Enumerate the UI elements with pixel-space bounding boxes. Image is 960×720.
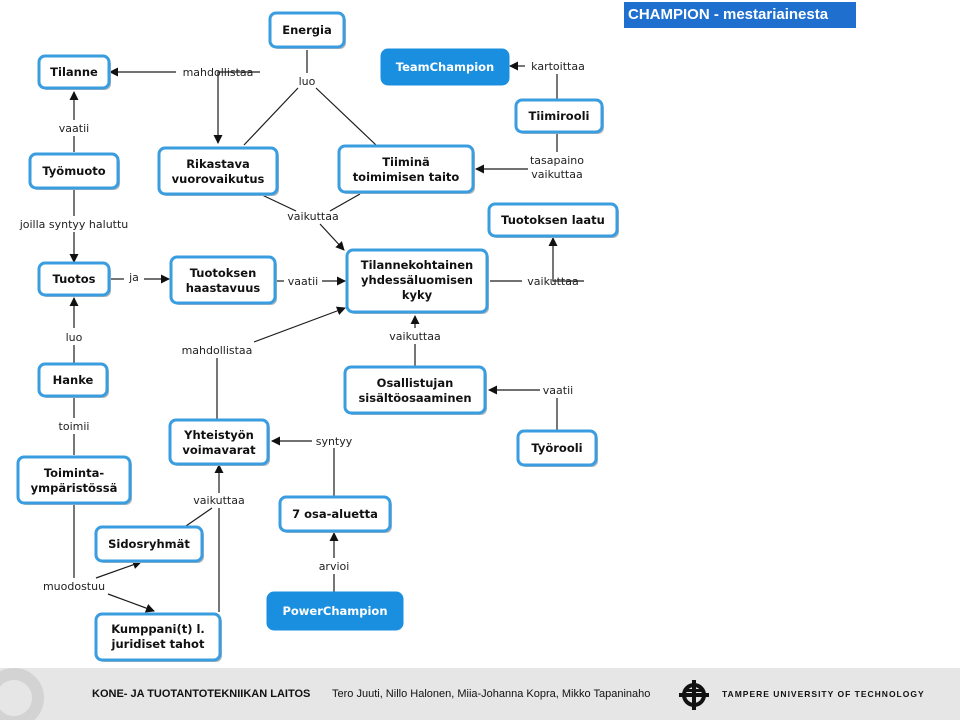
concept-kumppani-juridiset-tahot: Kumppani(t) l. juridiset tahot bbox=[94, 612, 222, 662]
footer: KONE- JA TUOTANTOTEKNIIKAN LAITOS Tero J… bbox=[0, 668, 960, 720]
link-label-mahdollistaa: mahdollistaa bbox=[183, 66, 254, 79]
svg-text:Tiiminä: Tiiminä bbox=[382, 155, 430, 169]
concept-energia: Energia bbox=[268, 11, 346, 49]
department-name: KONE- JA TUOTANTOTEKNIIKAN LAITOS bbox=[92, 688, 311, 700]
link-label-tasapaino-vaikuttaa: vaikuttaa bbox=[531, 168, 582, 181]
concept-teamchampion: TeamChampion bbox=[380, 48, 510, 86]
concept-7-osa-aluetta: 7 osa-aluetta bbox=[278, 495, 392, 533]
edge-tiimina-vaikuttaa bbox=[329, 193, 361, 212]
university-name: TAMPERE UNIVERSITY OF TECHNOLOGY bbox=[722, 689, 925, 699]
svg-text:vuorovaikutus: vuorovaikutus bbox=[172, 172, 265, 186]
edge-muodostuu-sidosryhmat bbox=[95, 560, 142, 579]
edge-vaikuttaa-tilannekohtainen bbox=[319, 223, 345, 251]
svg-text:toimimisen taito: toimimisen taito bbox=[353, 170, 460, 184]
concept-tuotoksen-haastavuus: Tuotoksen haastavuus bbox=[169, 255, 277, 305]
concept-tuotos: Tuotos bbox=[37, 261, 111, 297]
link-label-luo-2: luo bbox=[66, 331, 83, 344]
svg-text:Tiimirooli: Tiimirooli bbox=[528, 109, 589, 123]
concept-tyorooli: Työrooli bbox=[516, 429, 598, 467]
link-label-toimii: toimii bbox=[59, 420, 90, 433]
svg-text:kyky: kyky bbox=[402, 288, 433, 302]
svg-text:7 osa-aluetta: 7 osa-aluetta bbox=[292, 507, 378, 521]
link-label-vaikuttaa-4: vaikuttaa bbox=[193, 494, 244, 507]
link-label-vaikuttaa-3: vaikuttaa bbox=[389, 330, 440, 343]
svg-text:PowerChampion: PowerChampion bbox=[282, 604, 387, 618]
concept-hanke: Hanke bbox=[37, 362, 109, 398]
svg-text:Tuotoksen laatu: Tuotoksen laatu bbox=[501, 213, 605, 227]
svg-text:Tuotos: Tuotos bbox=[53, 272, 96, 286]
link-label-vaatii-2: vaatii bbox=[288, 275, 318, 288]
concept-toimintaymparistossa: Toiminta- ympäristössä bbox=[16, 455, 132, 505]
link-label-vaikuttaa-2: vaikuttaa bbox=[527, 275, 578, 288]
concept-sidosryhmat: Sidosryhmät bbox=[94, 525, 204, 563]
link-label-vaikuttaa: vaikuttaa bbox=[287, 210, 338, 223]
link-label-tasapaino: tasapaino bbox=[530, 154, 584, 167]
edge-luo-rikastava bbox=[243, 87, 299, 146]
svg-text:Tilanne: Tilanne bbox=[50, 65, 98, 79]
concept-rikastava-vuorovaikutus: Rikastava vuorovaikutus bbox=[157, 146, 279, 196]
svg-text:Työrooli: Työrooli bbox=[531, 441, 582, 455]
svg-text:Tuotoksen: Tuotoksen bbox=[190, 266, 257, 280]
link-label-joilla-syntyy: joilla syntyy haluttu bbox=[19, 218, 129, 231]
concept-tiimirooli: Tiimirooli bbox=[514, 98, 604, 134]
edge-mahdollistaa-tilannekohtainen bbox=[253, 306, 346, 343]
svg-text:juridiset tahot: juridiset tahot bbox=[111, 637, 205, 651]
link-label-arvioi: arvioi bbox=[319, 560, 350, 573]
link-label-luo: luo bbox=[299, 75, 316, 88]
svg-text:yhdessäluomisen: yhdessäluomisen bbox=[361, 273, 473, 287]
gear-watermark-icon bbox=[0, 668, 44, 720]
svg-text:Hanke: Hanke bbox=[53, 373, 94, 387]
slide-title: CHAMPION - mestariainesta bbox=[624, 2, 856, 28]
edge-sidosryhmat-vaikuttaa bbox=[185, 507, 213, 527]
link-label-vaatii: vaatii bbox=[59, 122, 89, 135]
svg-text:Yhteistyön: Yhteistyön bbox=[183, 428, 254, 442]
concept-powerchampion: PowerChampion bbox=[266, 591, 404, 631]
edge-vaikuttaa-laatu bbox=[548, 237, 584, 282]
svg-text:haastavuus: haastavuus bbox=[186, 281, 261, 295]
svg-text:ympäristössä: ympäristössä bbox=[31, 481, 118, 495]
link-label-syntyy: syntyy bbox=[316, 435, 353, 448]
edge-mahdollistaa-rikastava bbox=[213, 71, 260, 144]
link-label-muodostuu: muodostuu bbox=[43, 580, 105, 593]
concept-map: mahdollistaa luo kartoittaa vaatii tasap… bbox=[16, 11, 619, 662]
svg-text:Osallistujan: Osallistujan bbox=[377, 376, 454, 390]
link-label-vaatii-3: vaatii bbox=[543, 384, 573, 397]
svg-text:voimavarat: voimavarat bbox=[182, 443, 256, 457]
link-label-mahdollistaa-2: mahdollistaa bbox=[182, 344, 253, 357]
authors: Tero Juuti, Nillo Halonen, Miia-Johanna … bbox=[332, 688, 651, 700]
edge-luo-tiimina bbox=[315, 87, 377, 146]
svg-text:sisältöosaaminen: sisältöosaaminen bbox=[358, 391, 471, 405]
svg-text:Energia: Energia bbox=[282, 23, 331, 37]
tut-gear-logo-icon bbox=[679, 680, 709, 710]
svg-text:Tilannekohtainen: Tilannekohtainen bbox=[361, 258, 473, 272]
concept-tilanne: Tilanne bbox=[37, 54, 111, 90]
svg-text:Toiminta-: Toiminta- bbox=[44, 466, 105, 480]
edge-rikastava-vaikuttaa bbox=[259, 193, 297, 212]
svg-text:Rikastava: Rikastava bbox=[186, 157, 250, 171]
concept-tilannekohtainen-yhdessaluomisen-kyky: Tilannekohtainen yhdessäluomisen kyky bbox=[345, 248, 489, 314]
svg-text:Työmuoto: Työmuoto bbox=[42, 164, 105, 178]
svg-text:Sidosryhmät: Sidosryhmät bbox=[108, 537, 190, 551]
concept-tiimina-toimimisen-taito: Tiiminä toimimisen taito bbox=[337, 144, 475, 194]
concept-tyomuoto: Työmuoto bbox=[28, 152, 120, 190]
edge-muodostuu-kumppani bbox=[107, 593, 155, 613]
concept-osallistujan-sisaltoosaaminen: Osallistujan sisältöosaaminen bbox=[343, 365, 487, 415]
svg-text:TeamChampion: TeamChampion bbox=[396, 60, 495, 74]
concept-yhteistyon-voimavarat: Yhteistyön voimavarat bbox=[168, 418, 270, 466]
link-label-ja: ja bbox=[128, 271, 139, 284]
svg-text:Kumppani(t) l.: Kumppani(t) l. bbox=[111, 622, 205, 636]
concept-tuotoksen-laatu: Tuotoksen laatu bbox=[487, 202, 619, 238]
link-label-kartoittaa: kartoittaa bbox=[531, 60, 585, 73]
